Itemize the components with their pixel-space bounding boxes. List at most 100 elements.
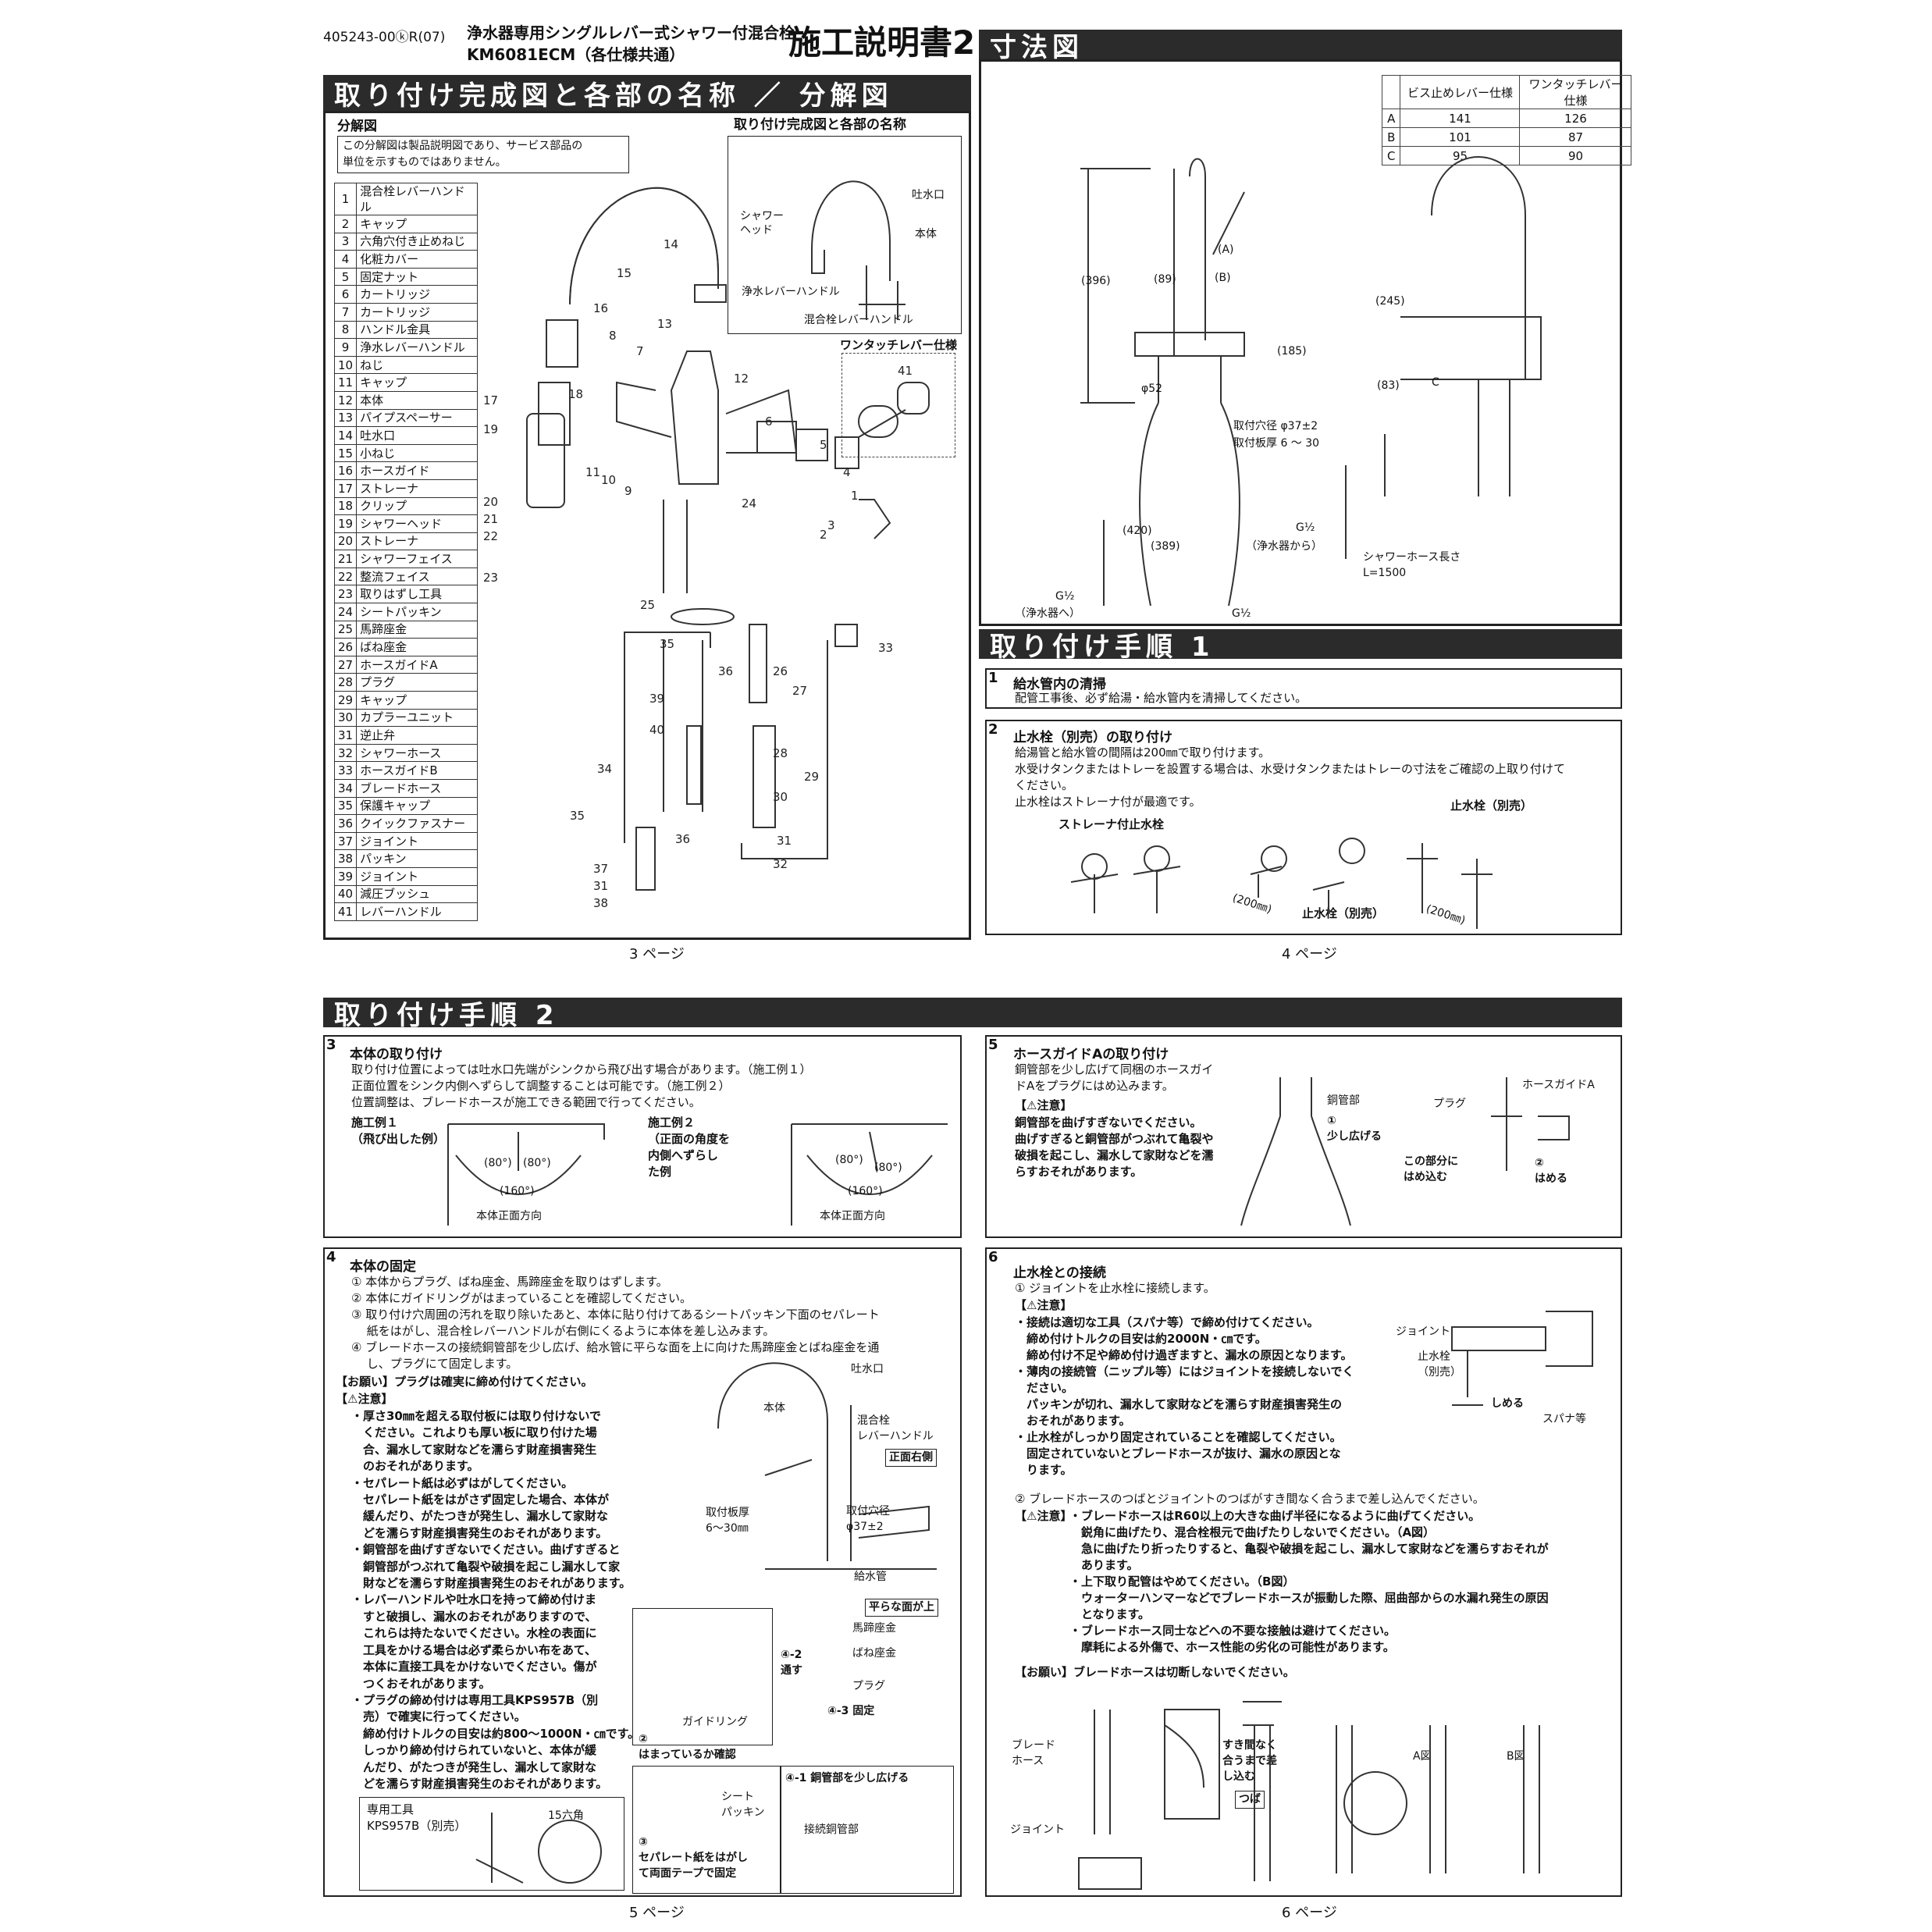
step6-title: 止水栓との接続 [1013,1265,1106,1281]
part-number: 40 [333,884,358,904]
part-number: 10 [333,355,358,375]
step6-caution1: ・接続は適切な工具（スパナ等）で締め付けてください。 締め付けトルクの目安は約2… [1015,1315,1354,1477]
svg-text:3: 3 [827,518,835,532]
part-name: キャップ [356,215,479,233]
dim-185: (185) [1277,345,1307,358]
s4-label-plug: プラグ [852,1680,885,1692]
section-title-install-2: 取り付け手順 2 [323,998,1622,1031]
s5-label-widen: ① 少し広げる [1327,1115,1382,1143]
part-number: 8 [333,320,358,340]
s6-label-joint-2: ジョイント [1010,1823,1065,1836]
svg-text:23: 23 [483,571,498,585]
part-name: ホースガイドB [356,761,479,780]
svg-text:2: 2 [820,528,827,542]
dim-g-half: G½ [1055,590,1075,603]
part-number: 28 [333,673,358,692]
angle-4: (80°) [835,1154,863,1166]
part-name: パイプスペーサー [356,408,479,428]
svg-text:38: 38 [593,896,608,910]
svg-text:12: 12 [734,372,749,386]
part-number: 6 [333,285,358,304]
step2-number: 2 [988,721,998,738]
step6-caution-title: 【⚠注意】 [1015,1298,1073,1312]
section-title-assembly: 取り付け完成図と各部の名称 ／ 分解図 [323,75,971,112]
dim-cell: A [1381,109,1401,128]
hex-label: 15六角 [548,1809,584,1822]
part-number: 29 [333,691,358,710]
label-shower-head: シャワー ヘッド [740,210,784,237]
part-name: キャップ [356,373,479,392]
s5-label-fit: ② はめる [1535,1157,1567,1185]
part-number: 33 [333,761,358,780]
doc-number: 405243-00ⓚR(07) [323,30,446,45]
part-name: ホースガイド [356,461,479,480]
svg-text:34: 34 [597,762,612,776]
step6-text1: ① ジョイントを止水栓に接続します。 [1015,1281,1215,1295]
svg-text:35: 35 [660,637,674,651]
svg-text:36: 36 [718,664,733,678]
angle-2: (80°) [523,1157,551,1169]
part-name: カートリッジ [356,302,479,322]
part-number: 11 [333,373,358,392]
tool-label: 専用工具 KPS957B（別売） [367,1802,467,1833]
part-number: 23 [333,585,358,604]
part-number: 21 [333,550,358,568]
tool-drawing [475,1813,602,1884]
part-number: 31 [333,726,358,745]
label-body: 本体 [915,228,937,240]
step4-number: 4 [326,1249,336,1265]
svg-text:17: 17 [483,393,498,407]
s6-label-spanner: スパナ等 [1542,1413,1586,1425]
step2-label-stop-valve-2: 止水栓（別売） [1302,906,1385,920]
part-number: 13 [333,408,358,428]
part-name: 化粧カバー [356,250,479,269]
part-number: 37 [333,831,358,851]
step2-label-stop-valve: 止水栓（別売） [1450,799,1533,813]
dim-83: (83) [1377,379,1400,392]
onetouch-lever-drawing [858,382,930,438]
svg-text:1: 1 [851,489,859,503]
part-name: 整流フェイス [356,567,479,586]
step6-hose-drawing [1078,1701,1540,1890]
page6-number: 6 ページ [1282,1905,1337,1921]
part-name: ストレーナ [356,479,479,498]
step6-box [985,1247,1622,1897]
front-direction-1: 本体正面方向 [476,1210,542,1222]
step4-title: 本体の固定 [350,1259,416,1275]
part-number: 2 [333,215,358,233]
part-name: 逆止弁 [356,726,479,745]
s4-label-spout: 吐水口 [851,1363,884,1375]
part-name: ねじ [356,355,479,375]
s4-label-hole: 取付穴径 φ37±2 [846,1505,890,1533]
svg-text:9: 9 [624,484,632,498]
onetouch-box [841,353,955,457]
exploded-drawing [526,187,898,891]
exploded-label: 分解図 [337,119,377,134]
svg-text:10: 10 [601,473,616,487]
svg-text:30: 30 [773,790,788,804]
dim-th-2: ワンタッチレバー仕様 [1519,75,1632,109]
svg-text:28: 28 [773,746,788,760]
s4-label-thickness: 取付板厚 6～30㎜ [706,1507,749,1535]
part-name: 小ねじ [356,443,479,463]
svg-text:37: 37 [593,862,608,876]
part-number: 4 [333,250,358,269]
s4-label-spring-washer: ばね座金 [852,1647,896,1660]
dim-from-filter: （浄水器から） [1246,540,1322,553]
